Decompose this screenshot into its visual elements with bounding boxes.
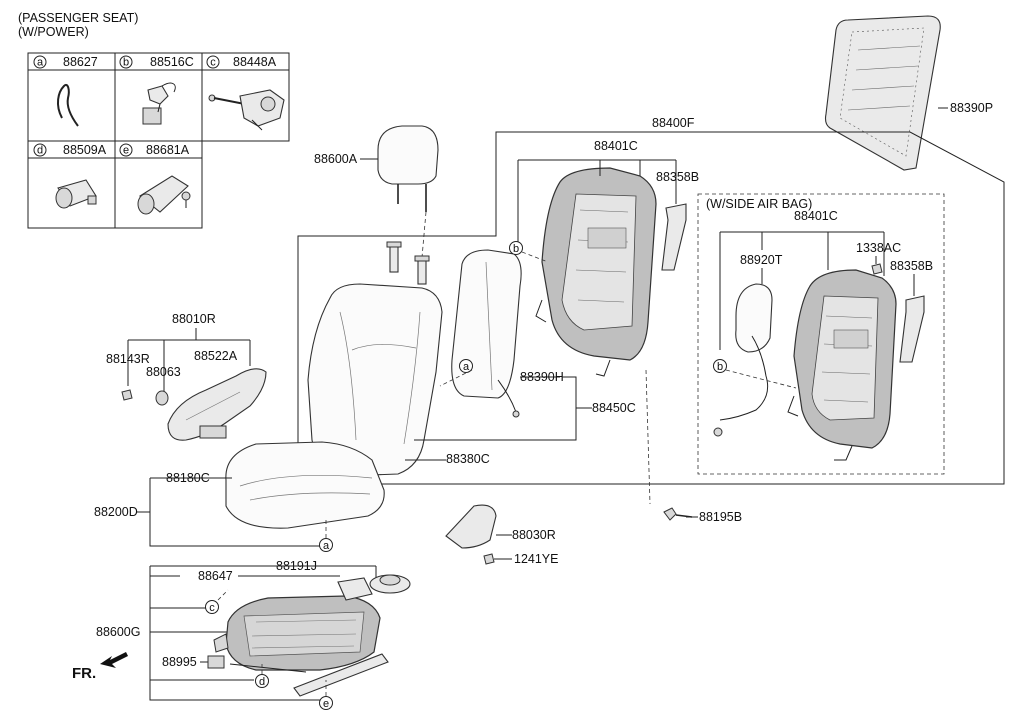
connector-icon <box>142 82 176 125</box>
label-88030R: 88030R <box>512 528 556 542</box>
legend-cell-b: b 88516C <box>119 55 194 125</box>
label-88358B-airbag: 88358B <box>890 259 933 273</box>
label-88647: 88647 <box>198 569 233 583</box>
cushion-cover-88180C <box>225 441 385 529</box>
label-88358B: 88358B <box>656 170 699 184</box>
seatback-assembly-box <box>297 131 1005 485</box>
motor-icon <box>55 179 97 209</box>
trim-strip-88358B <box>661 203 687 271</box>
bolt-88195B <box>663 507 693 521</box>
label-88390P: 88390P <box>950 101 993 115</box>
side-shield-88010R <box>167 368 267 441</box>
callout-b-main <box>509 241 523 255</box>
seatback-cover-88380C <box>307 283 443 477</box>
motor-cable-icon <box>208 89 285 131</box>
legend-cell-a: a 88627 <box>33 55 98 127</box>
callout-d <box>255 674 269 688</box>
callout-d-text: d <box>259 676 265 688</box>
label-88180C: 88180C <box>166 471 210 485</box>
callout-a-seatback-text: a <box>463 361 470 373</box>
legend-code-c: 88448A <box>233 55 277 69</box>
trim-strip-airbag <box>899 295 925 363</box>
label-88063: 88063 <box>146 365 181 379</box>
headrest-guides <box>386 241 430 285</box>
legend-letter-d: d <box>37 145 43 157</box>
legend-cell-e: e 88681A <box>119 143 191 215</box>
label-88995: 88995 <box>162 655 197 669</box>
label-88010R: 88010R <box>172 312 216 326</box>
label-1338AC: 1338AC <box>856 241 901 255</box>
label-1241YE: 1241YE <box>514 552 558 566</box>
cap-88143R <box>121 389 133 401</box>
label-88600G: 88600G <box>96 625 140 639</box>
seatback-foam <box>451 249 522 418</box>
legend-code-b: 88516C <box>150 55 194 69</box>
pump-88191J <box>369 574 411 594</box>
header-line-1: (PASSENGER SEAT) <box>18 11 138 25</box>
clip-wire-icon <box>56 84 79 127</box>
airbag-module-88920T <box>713 283 773 437</box>
seat-track-88600G <box>213 595 389 697</box>
callout-e-text: e <box>323 698 329 710</box>
label-88450C: 88450C <box>592 401 636 415</box>
legend-code-e: 88681A <box>146 143 190 157</box>
knob-88063 <box>155 390 169 406</box>
callout-a-cushion <box>319 538 333 552</box>
legend-letter-b: b <box>123 57 129 69</box>
label-88200D: 88200D <box>94 505 138 519</box>
legend-cell-d: d 88509A <box>33 143 107 209</box>
cover-88030R <box>445 504 497 549</box>
label-88522A: 88522A <box>194 349 238 363</box>
legend-letter-e: e <box>123 145 129 157</box>
callout-b-airbag-text: b <box>717 361 723 373</box>
front-arrow-icon <box>100 652 128 668</box>
switch-88995 <box>207 655 225 669</box>
callout-a-cushion-text: a <box>323 540 330 552</box>
seatback-frame-airbag <box>787 269 897 461</box>
screw-1241YE <box>483 553 495 565</box>
legend-table: a 88627 b 88516C c 88448A <box>27 52 290 229</box>
side-airbag-box <box>697 193 945 475</box>
label-88390H: 88390H <box>520 370 564 384</box>
label-88195B: 88195B <box>699 510 742 524</box>
callout-b-airbag <box>713 359 727 373</box>
motor-icon-2 <box>137 175 191 215</box>
legend-code-a: 88627 <box>63 55 98 69</box>
callout-b-main-text: b <box>513 243 519 255</box>
label-88401C: 88401C <box>594 139 638 153</box>
callout-a-seatback <box>459 359 473 373</box>
label-88401C-airbag: 88401C <box>794 209 838 223</box>
legend-cell-c: c 88448A <box>206 55 285 131</box>
front-indicator-label: FR. <box>72 665 96 682</box>
nut-1338AC <box>871 263 883 275</box>
back-panel-88390P <box>824 15 948 171</box>
header-line-2: (W/POWER) <box>18 25 89 39</box>
subassembly-title: (W/SIDE AIR BAG) <box>706 197 812 211</box>
seatback-frame-88401C <box>535 167 657 377</box>
bracket-88647 <box>337 577 373 601</box>
callout-c-text: c <box>209 602 215 614</box>
label-88143R: 88143R <box>106 352 150 366</box>
label-88920T: 88920T <box>740 253 783 267</box>
legend-letter-a: a <box>37 57 44 69</box>
callout-c <box>205 600 219 614</box>
label-88600A: 88600A <box>314 152 358 166</box>
label-88380C: 88380C <box>446 452 490 466</box>
callout-e <box>319 696 333 710</box>
label-88400F: 88400F <box>652 116 695 130</box>
legend-letter-c: c <box>210 57 216 69</box>
legend-code-d: 88509A <box>63 143 107 157</box>
